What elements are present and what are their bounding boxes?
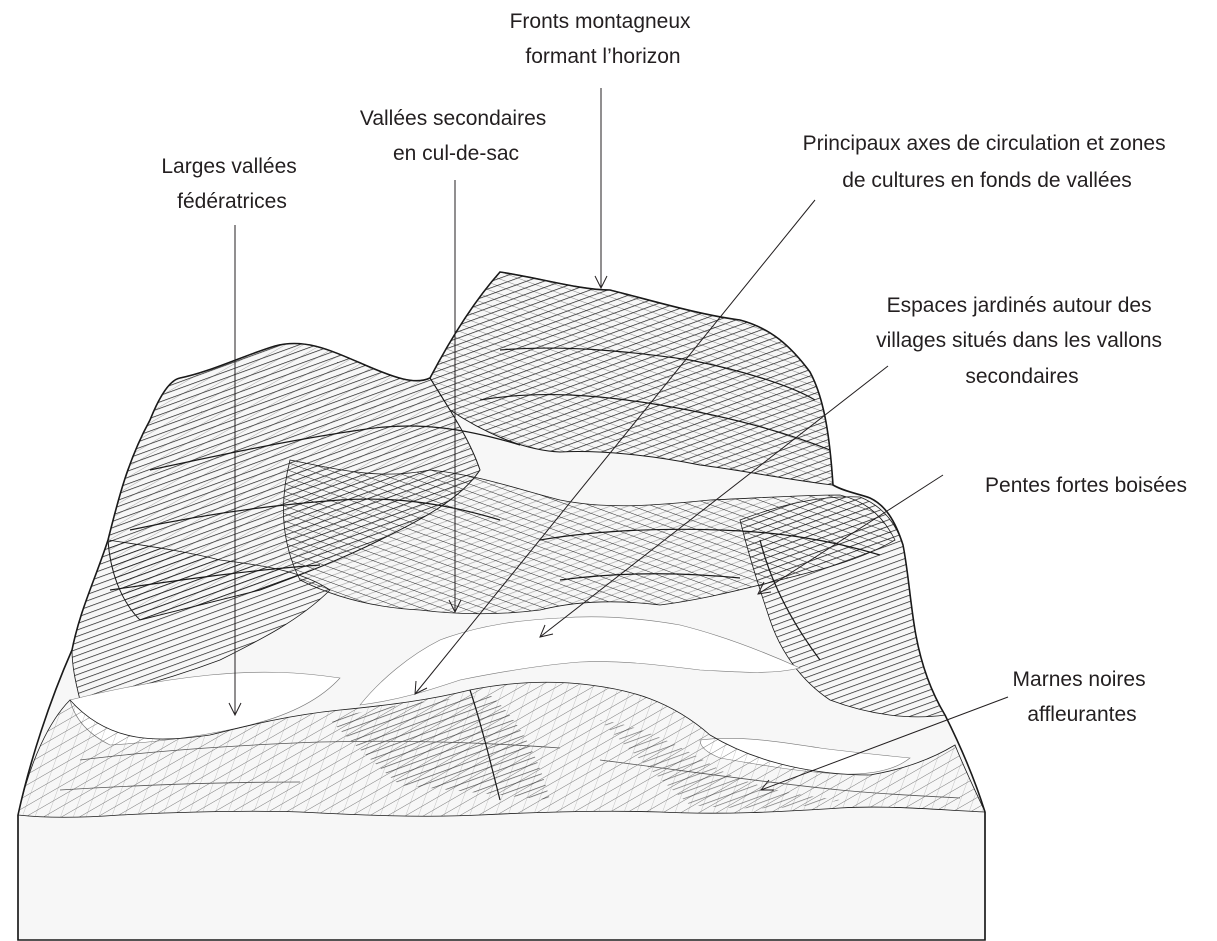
label-line: Vallées secondaires [360,107,546,130]
svg-text:Fronts montagneux form: Fronts montagneux formant l’horizon [510,10,697,68]
label-line: Marnes noires [1013,668,1146,691]
label-fronts-montagneux: Fronts montagneux formant l’horizon [510,10,697,288]
label-line: affleurantes [1027,703,1136,726]
svg-text:Principaux axes de circulation: Principaux axes de circulation et zones … [803,132,1172,192]
label-line: Larges vallées [161,155,296,178]
label-line: villages situés dans les vallons [876,329,1162,352]
svg-text:Pentes fortes boisées: Pentes fortes boisées [985,474,1187,497]
label-line: Espaces jardinés autour des [887,294,1152,317]
label-line: Fronts montagneux [510,10,691,33]
svg-text:Espaces jardinés autour des: Espaces jardinés autour des villages sit… [876,294,1168,388]
svg-text:Marnes noires affleura: Marnes noires affleurantes [1013,668,1152,726]
label-line: en cul-de-sac [393,142,519,165]
label-line: Principaux axes de circulation et zones [803,132,1166,155]
label-line: Pentes fortes boisées [985,474,1187,497]
label-line: secondaires [965,365,1078,388]
label-line: formant l’horizon [525,45,680,68]
relief-block [18,272,985,940]
label-line: de cultures en fonds de vallées [842,169,1132,192]
label-line: fédératrices [177,190,287,213]
svg-text:Larges vallées fédérat: Larges vallées fédératrices [161,155,302,213]
svg-text:Vallées secondaires en: Vallées secondaires en cul-de-sac [360,107,552,165]
